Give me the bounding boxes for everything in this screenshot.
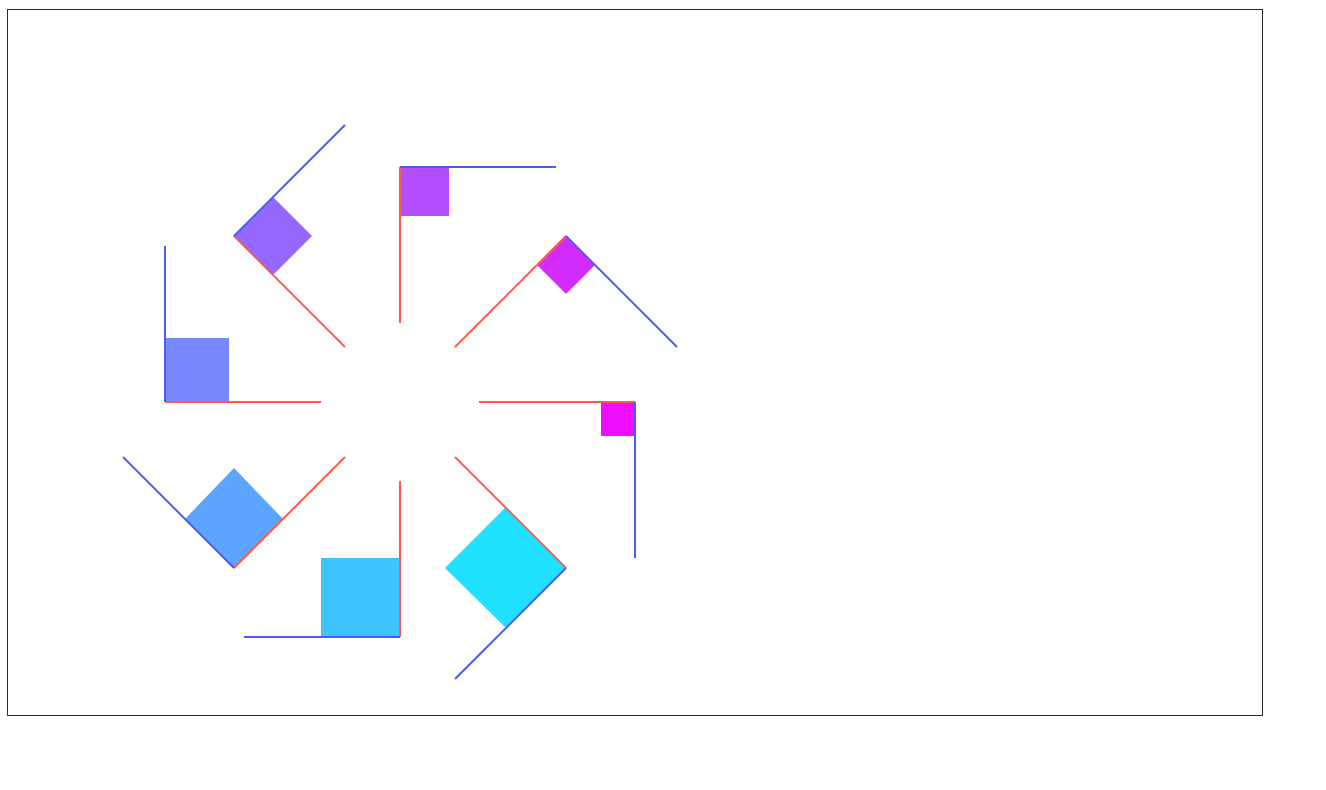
arm-inner-line-northeast [454, 235, 567, 348]
pinwheel-arm-west [164, 246, 321, 403]
pinwheel-arm-north [399, 166, 556, 323]
arm-outer-line-southwest [122, 456, 235, 569]
arm-square-southwest [185, 468, 283, 568]
arm-outer-line-southeast [454, 567, 567, 680]
arm-inner-line-southeast [454, 456, 567, 569]
arm-inner-line-northwest [233, 235, 346, 348]
pinwheel-arm-southeast [445, 456, 567, 680]
diagram-canvas [7, 9, 1263, 716]
pinwheel-arm-east [479, 401, 636, 558]
arm-square-east [601, 402, 635, 436]
pinwheel-arm-southwest [122, 456, 346, 569]
pinwheel-arm-south [244, 481, 401, 638]
arm-outer-line-northeast [565, 235, 678, 348]
arm-square-northeast [537, 236, 595, 294]
pinwheel-diagram [122, 124, 678, 680]
arm-square-north [400, 167, 449, 216]
pinwheel-arm-northeast [454, 235, 678, 348]
pinwheel-arm-northwest [233, 124, 346, 348]
arm-outer-line-northwest [233, 124, 346, 237]
arm-inner-line-southwest [233, 456, 346, 569]
arm-square-west [165, 338, 229, 402]
arm-square-south [321, 558, 400, 637]
arm-square-southeast [445, 508, 566, 628]
arm-square-northwest [234, 197, 312, 275]
